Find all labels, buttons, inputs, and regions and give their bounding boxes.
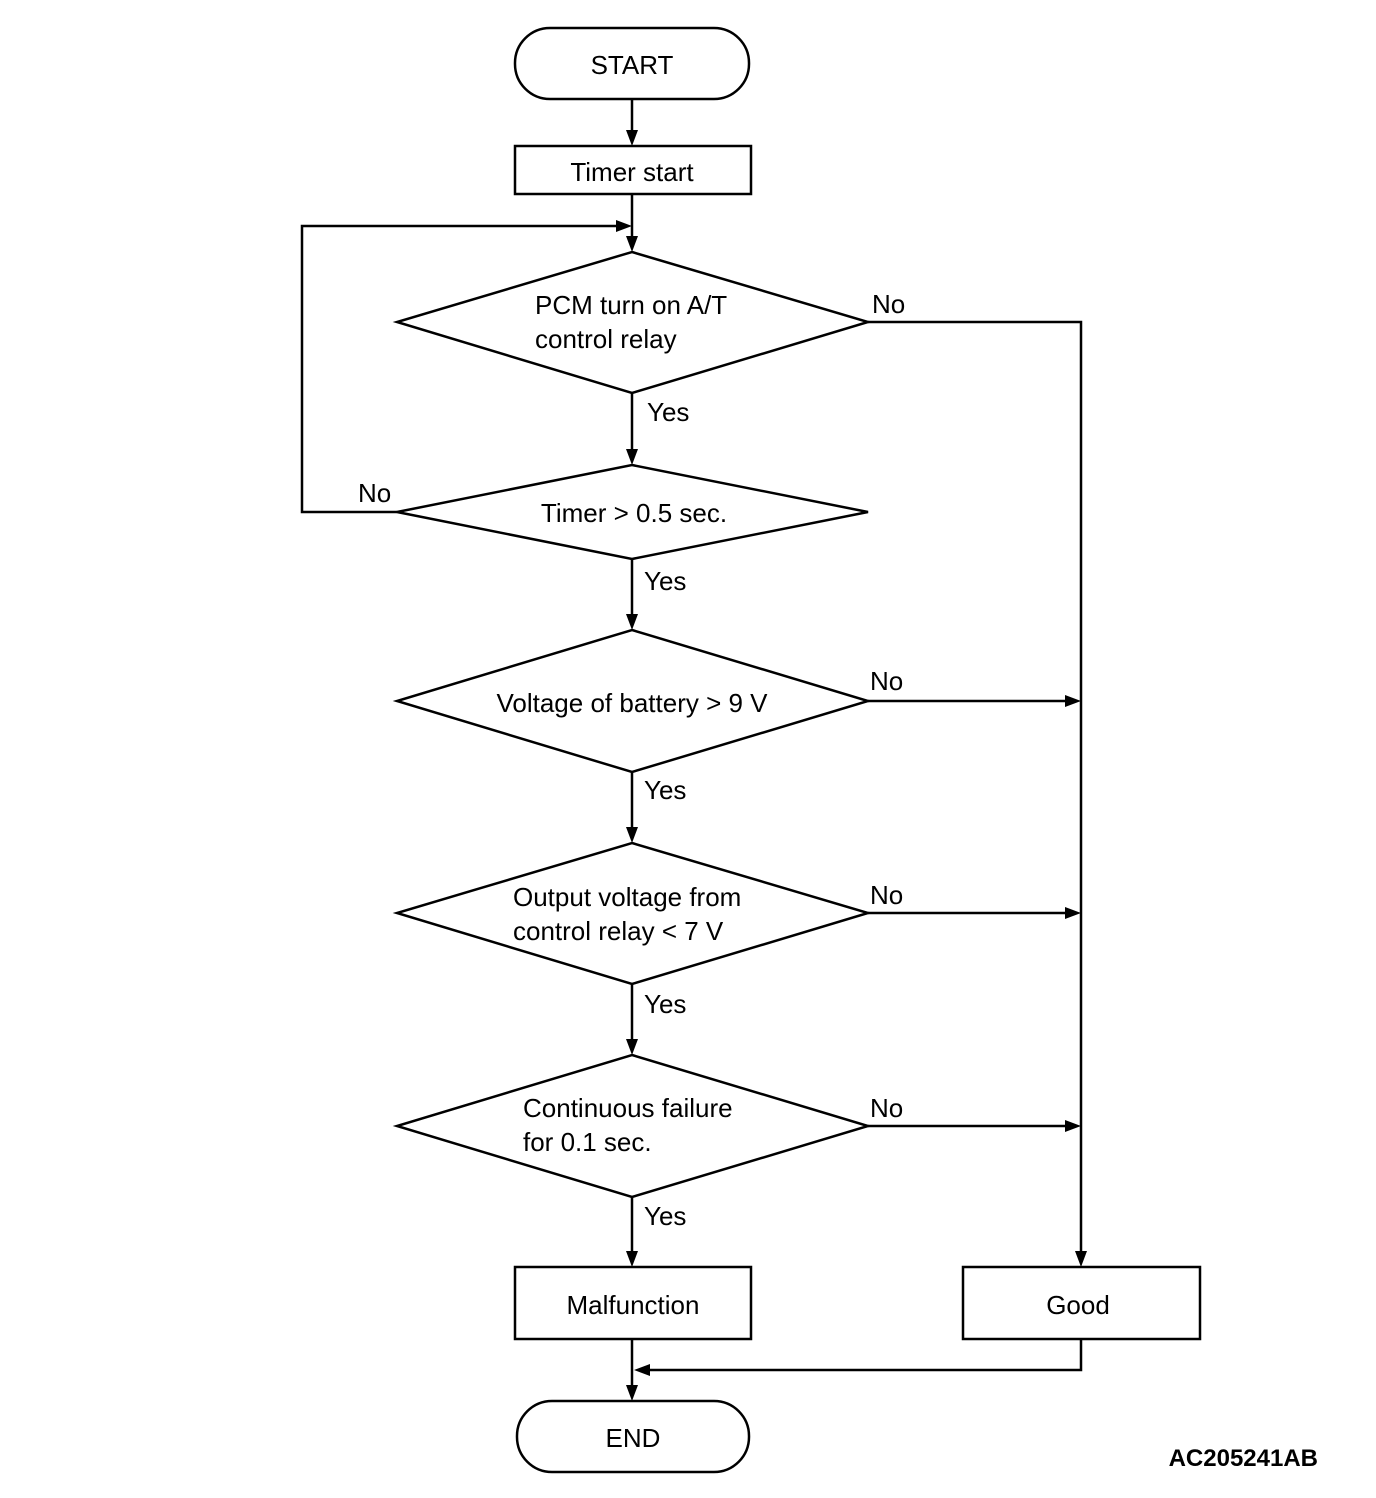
decision-output-line1: Output voltage from xyxy=(513,882,741,912)
connector-malfunction-to-end xyxy=(626,1339,638,1401)
connector-start-to-timer xyxy=(626,99,638,146)
continuous-no-label: No xyxy=(870,1093,903,1123)
good-label: Good xyxy=(1046,1290,1110,1320)
connector-battery-no xyxy=(868,695,1081,707)
decision-relay-line2: control relay xyxy=(535,324,677,354)
good-box xyxy=(961,1265,1202,1341)
malfunction-box xyxy=(513,1265,753,1341)
end-label: END xyxy=(606,1423,661,1453)
timer-yes-label: Yes xyxy=(644,566,686,596)
battery-no-label: No xyxy=(870,666,903,696)
decision-continuous-line2: for 0.1 sec. xyxy=(523,1127,652,1157)
connector-timer-check-to-battery xyxy=(626,559,638,630)
timer-no-label: No xyxy=(358,478,391,508)
connector-continuous-to-malfunction xyxy=(626,1197,638,1267)
connector-good-to-end xyxy=(634,1339,1083,1376)
relay-yes-label: Yes xyxy=(647,397,689,427)
connector-relay-no-to-good xyxy=(868,320,1087,1267)
malfunction-label: Malfunction xyxy=(567,1290,700,1320)
start-label: START xyxy=(591,50,674,80)
figure-code: AC205241AB xyxy=(1169,1445,1318,1472)
connector-output-no xyxy=(868,907,1081,919)
decision-relay xyxy=(392,250,873,395)
relay-no-label: No xyxy=(872,289,905,319)
connector-timer-to-relay xyxy=(626,194,638,252)
connector-battery-to-output xyxy=(626,772,638,843)
output-yes-label: Yes xyxy=(644,989,686,1019)
connector-loop-back xyxy=(300,220,632,514)
timer-start-box xyxy=(513,144,753,196)
battery-yes-label: Yes xyxy=(644,775,686,805)
connector-continuous-no xyxy=(868,1120,1081,1132)
decision-battery-label: Voltage of battery > 9 V xyxy=(496,688,768,718)
timer-start-label: Timer start xyxy=(570,157,694,187)
output-no-label: No xyxy=(870,880,903,910)
decision-output xyxy=(392,841,873,986)
decision-output-line2: control relay < 7 V xyxy=(513,916,724,946)
connector-output-to-continuous xyxy=(626,984,638,1055)
decision-timer-label: Timer > 0.5 sec. xyxy=(541,498,727,528)
decision-relay-line1: PCM turn on A/T xyxy=(535,290,727,320)
end-terminal xyxy=(515,1399,751,1474)
decision-continuous xyxy=(392,1053,873,1199)
continuous-yes-label: Yes xyxy=(644,1201,686,1231)
connector-relay-to-timer-check xyxy=(626,393,638,465)
decision-continuous-line1: Continuous failure xyxy=(523,1093,733,1123)
